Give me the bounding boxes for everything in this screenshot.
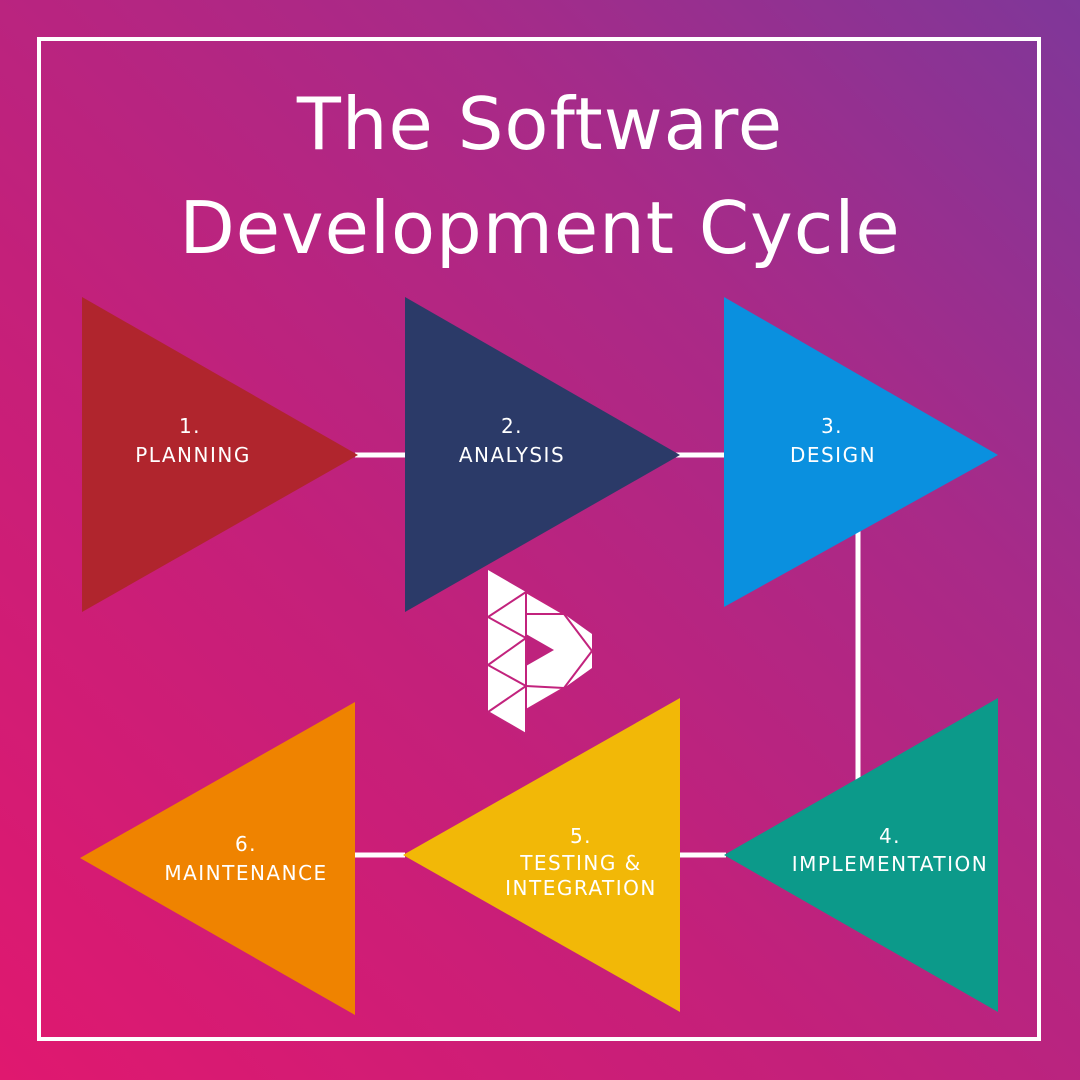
step-2-number: 2.	[501, 414, 523, 438]
step-5-name-line-2: INTEGRATION	[505, 876, 657, 900]
step-5-triangle	[403, 698, 680, 1012]
step-1-number: 1.	[179, 414, 201, 438]
step-3-name: DESIGN	[790, 443, 876, 467]
step-1-label: 1. PLANNING	[135, 414, 251, 467]
step-6-label: 6. MAINTENANCE	[164, 832, 327, 885]
connectors	[353, 452, 861, 858]
step-4-number: 4.	[879, 824, 901, 848]
step-2-triangle	[405, 297, 680, 612]
step-2-label: 2. ANALYSIS	[459, 414, 565, 467]
step-3-label: 3. DESIGN	[790, 414, 876, 467]
step-2-name: ANALYSIS	[459, 443, 565, 467]
title-line-2: Development Cycle	[179, 186, 901, 270]
step-6-name: MAINTENANCE	[164, 861, 327, 885]
step-4-name: IMPLEMENTATION	[792, 852, 988, 876]
title-line-1: The Software	[296, 82, 784, 166]
step-1-triangle	[82, 297, 358, 612]
step-4-label: 4. IMPLEMENTATION	[792, 824, 988, 876]
step-3-number: 3.	[821, 414, 843, 438]
step-5-name-line-1: TESTING &	[519, 851, 642, 875]
page-title: The Software Development Cycle	[0, 72, 1080, 280]
step-3-triangle	[724, 297, 998, 607]
p-logo-icon	[487, 570, 593, 735]
white-frame	[37, 37, 1041, 1041]
step-1-name: PLANNING	[135, 443, 251, 467]
step-5-number: 5.	[570, 824, 592, 848]
step-6-number: 6.	[235, 832, 257, 856]
step-5-label: 5. TESTING & INTEGRATION	[505, 824, 657, 900]
step-6-triangle	[80, 702, 355, 1015]
step-4-triangle	[724, 698, 998, 1012]
logo-facet-lines	[487, 591, 593, 735]
